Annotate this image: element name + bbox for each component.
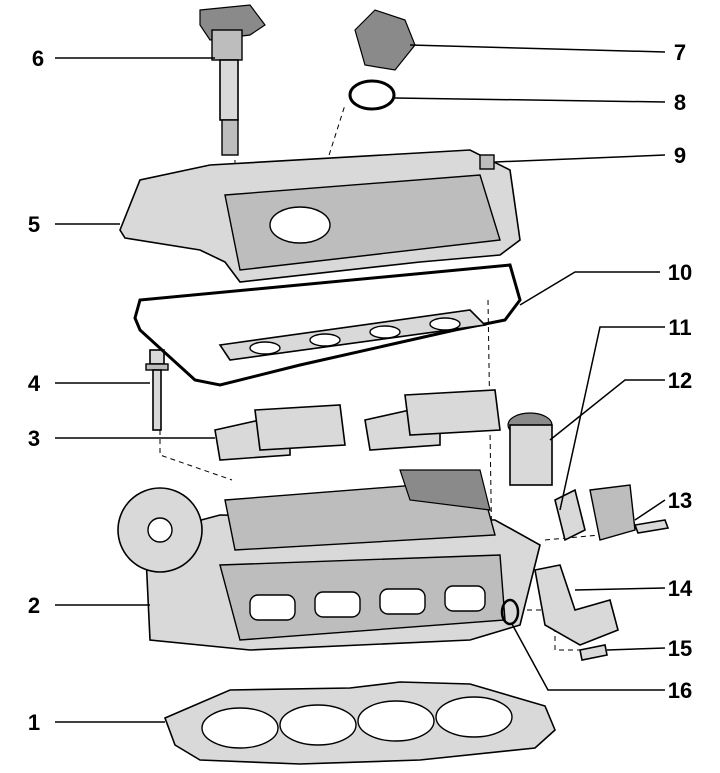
cylinder-head xyxy=(117,469,541,651)
head-gasket xyxy=(163,681,556,765)
callout-6: 6 xyxy=(32,46,44,71)
valve-cover-gasket xyxy=(133,263,522,387)
callout-16: 16 xyxy=(668,678,692,703)
nut xyxy=(479,154,495,170)
callout-2: 2 xyxy=(28,593,40,618)
callout-12: 12 xyxy=(668,368,692,393)
callout-11: 11 xyxy=(668,315,691,340)
o-ring xyxy=(500,598,520,626)
callout-1: 1 xyxy=(28,710,40,735)
seal-ring xyxy=(348,79,396,111)
callout-7: 7 xyxy=(674,40,686,65)
callout-15: 15 xyxy=(668,636,692,661)
callout-14: 14 xyxy=(668,576,693,601)
camshaft-bearing-caps xyxy=(214,389,501,461)
callout-8: 8 xyxy=(674,90,686,115)
gasket xyxy=(554,488,586,542)
coolant-flange xyxy=(534,564,619,646)
bolt-13 xyxy=(633,519,670,534)
bolt-15 xyxy=(579,644,608,661)
ignition-coil xyxy=(199,4,266,156)
valve-assembly xyxy=(507,412,636,541)
callout-3: 3 xyxy=(28,426,40,451)
callout-9: 9 xyxy=(674,143,686,168)
leader-lines xyxy=(55,44,666,723)
callout-5: 5 xyxy=(28,212,40,237)
callout-10: 10 xyxy=(668,260,692,285)
callout-4: 4 xyxy=(28,371,41,396)
bolt xyxy=(145,349,169,431)
oil-filler-cap xyxy=(354,9,416,71)
callout-13: 13 xyxy=(668,488,692,513)
callout-labels: 1 2 3 4 5 6 7 8 9 10 11 12 13 14 15 16 xyxy=(28,40,693,735)
valve-cover xyxy=(119,149,521,283)
